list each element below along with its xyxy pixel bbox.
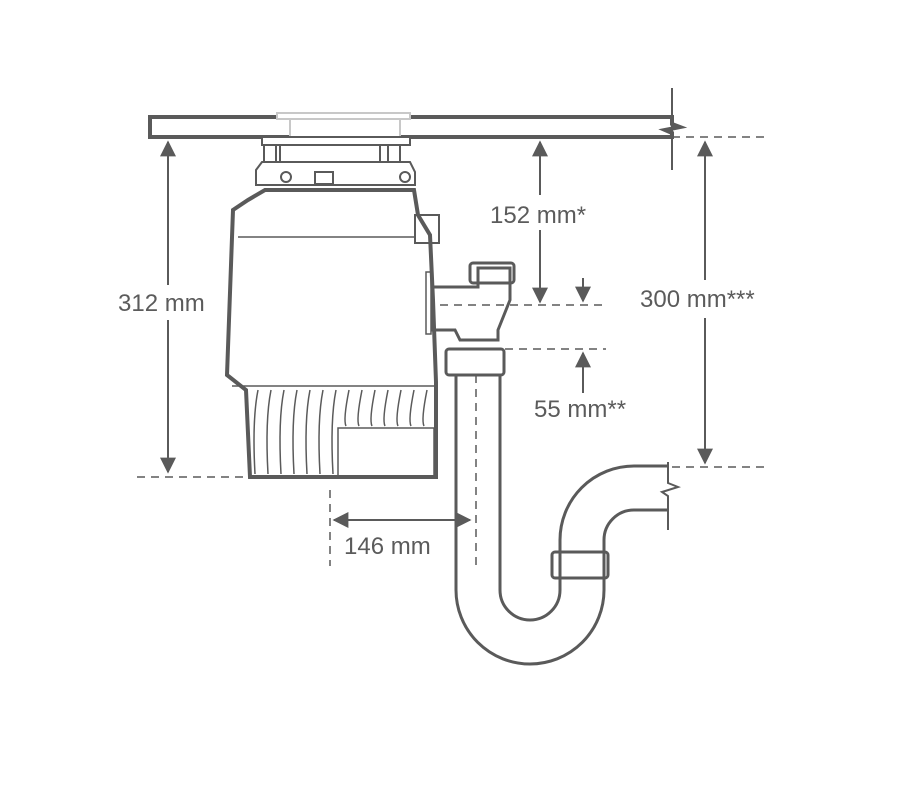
mounting-assembly <box>255 136 416 191</box>
disposer-rib <box>396 389 402 427</box>
drain-trap <box>430 261 681 666</box>
label-312: 312 mm <box>118 290 205 317</box>
disposer-rib <box>253 389 259 475</box>
label-300: 300 mm*** <box>640 286 755 313</box>
label-152: 152 mm* <box>490 202 586 229</box>
disposer-rib <box>318 389 324 475</box>
disposer-rib <box>383 389 389 427</box>
disposer-rib <box>344 389 350 427</box>
label-146: 146 mm <box>344 533 431 560</box>
disposer-rib <box>292 389 298 475</box>
disposer-rib <box>370 389 376 427</box>
disposer-rib <box>305 389 311 475</box>
sink-flange <box>276 112 411 138</box>
countertop <box>148 88 688 170</box>
disposer-unit <box>224 188 440 479</box>
disposer-rib <box>422 389 428 427</box>
disposer-rib <box>331 389 337 475</box>
disposer-rib <box>279 389 285 475</box>
disposer-rib <box>266 389 272 475</box>
disposer-rib <box>357 389 363 427</box>
label-55: 55 mm** <box>534 396 626 423</box>
disposer-rib <box>409 389 415 427</box>
